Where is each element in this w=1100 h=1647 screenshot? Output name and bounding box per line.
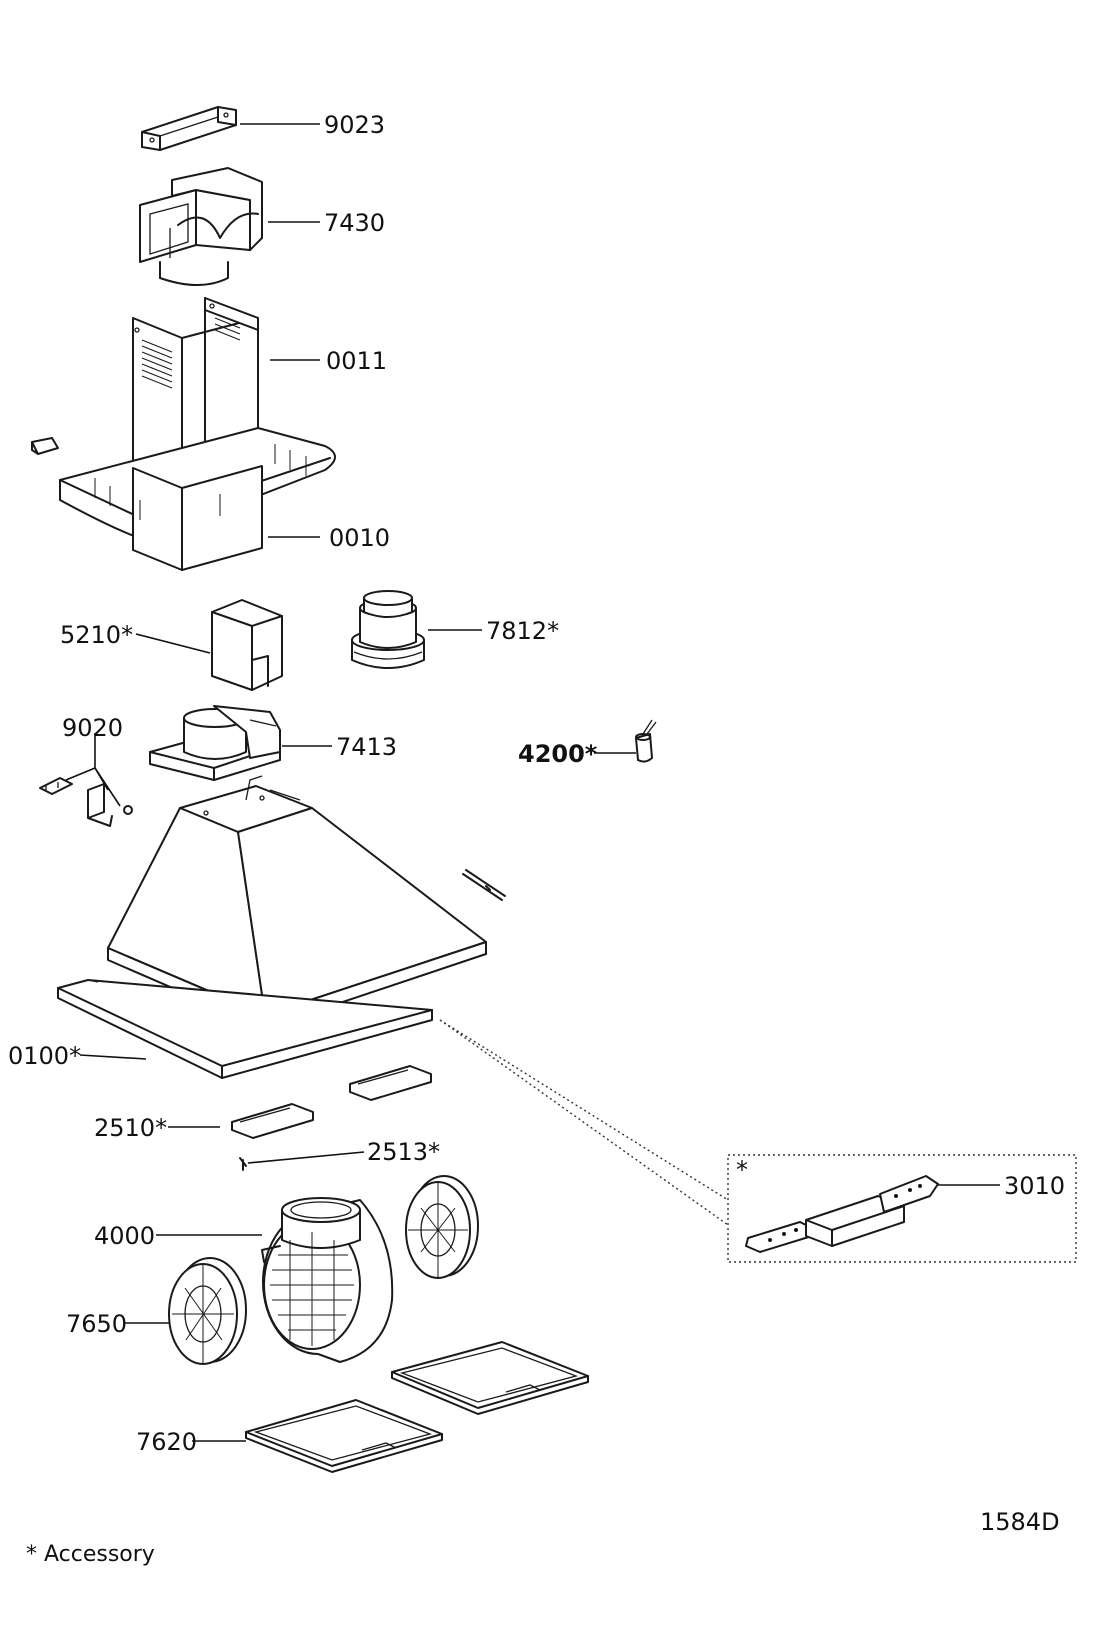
part-7812-reduction-collar	[351, 590, 425, 669]
part-3010-lamp-assembly	[745, 1175, 939, 1253]
small-clip	[31, 437, 59, 455]
label-2510: 2510*	[94, 1114, 167, 1142]
part-7650-carbon-filter-left	[168, 1257, 247, 1365]
label-3010: 3010	[1004, 1172, 1065, 1200]
part-7430-air-outlet	[139, 167, 263, 286]
label-7812: 7812*	[486, 617, 559, 645]
label-0010: 0010	[329, 524, 390, 552]
part-4200-capacitor	[635, 719, 657, 763]
accessory-box	[439, 1019, 1077, 1263]
part-9020-fixings	[39, 733, 133, 827]
diagram-id: 1584D	[980, 1508, 1060, 1536]
label-7650: 7650	[66, 1310, 127, 1338]
part-0010-glass-canopy	[59, 427, 336, 571]
footnote-accessory: * Accessory	[26, 1542, 155, 1567]
part-0100-frame	[57, 979, 433, 1079]
label-7620: 7620	[136, 1428, 197, 1456]
part-7650-carbon-filter-right	[405, 1175, 479, 1279]
label-0011: 0011	[326, 347, 387, 375]
label-5210: 5210*	[60, 621, 133, 649]
part-4000-motor-fan	[261, 1197, 394, 1363]
label-9023: 9023	[324, 111, 385, 139]
leader-lines	[79, 123, 1000, 1442]
part-9023-bracket	[141, 106, 237, 151]
label-4000: 4000	[94, 1222, 155, 1250]
label-9020: 9020	[62, 714, 123, 742]
label-7430: 7430	[324, 209, 385, 237]
label-4200: 4200*	[518, 740, 598, 768]
part-7413-motor-mount	[149, 705, 281, 781]
part-2513-screw	[239, 1157, 247, 1171]
part-5210-deflector	[211, 599, 283, 691]
label-2513: 2513*	[367, 1138, 440, 1166]
part-7620-grease-filter-lower	[245, 1399, 443, 1473]
part-7620-grease-filter-upper	[391, 1341, 589, 1415]
hood-clip-right	[462, 869, 506, 901]
label-7413: 7413	[336, 733, 397, 761]
accessory-box-marker: *	[736, 1156, 748, 1184]
part-2510-filter-clip	[231, 1065, 432, 1139]
label-0100: 0100*	[8, 1042, 81, 1070]
